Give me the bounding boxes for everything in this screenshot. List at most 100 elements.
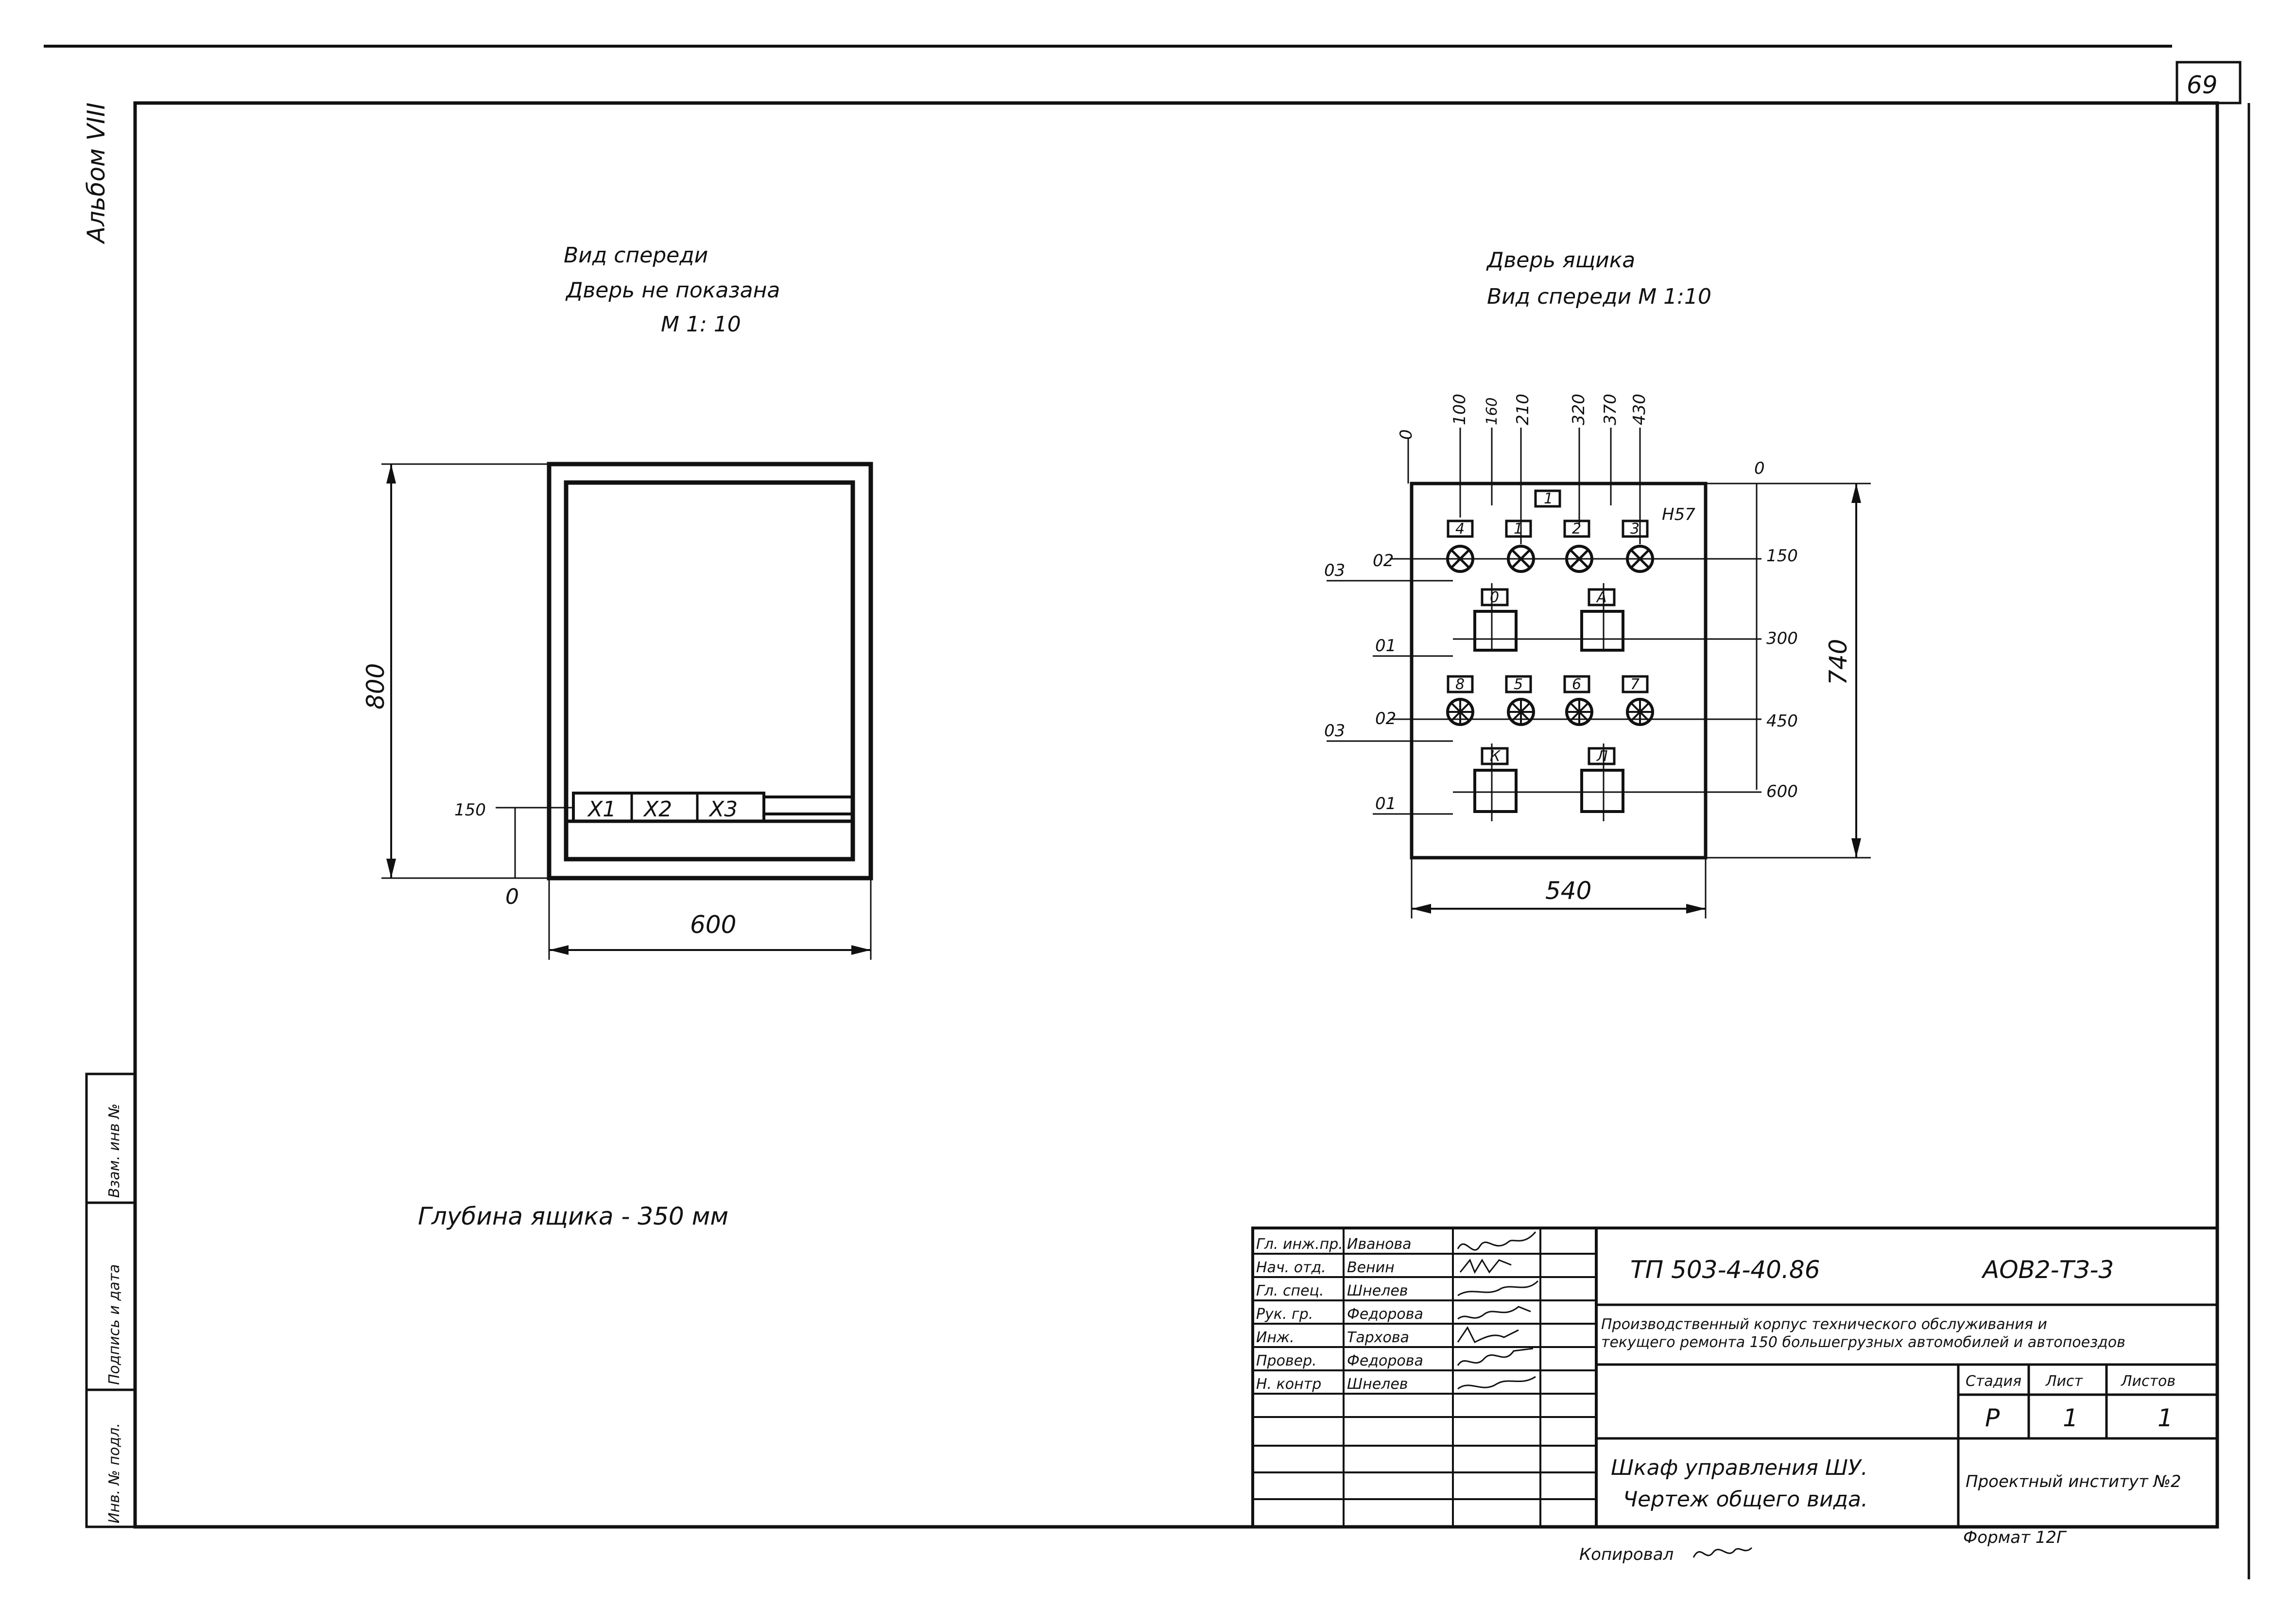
name-6: Шнелев — [1347, 1376, 1408, 1393]
sheet-number: 69 — [2187, 71, 2218, 99]
signature-table-lines — [1253, 1228, 1596, 1527]
switch-row-4: К Л — [1473, 743, 1624, 821]
sheet-code: АОВ2-ТЗ-3 — [1981, 1256, 2114, 1284]
top-dim-0: 0 — [1397, 429, 1416, 440]
project-line-2: текущего ремонта 150 большегрузных автом… — [1601, 1334, 2125, 1351]
row-label-03a: 03 — [1324, 561, 1345, 580]
tag-row1-3: 3 — [1630, 520, 1640, 537]
lamp-row-3: 8 5 6 7 — [1446, 675, 1654, 726]
terminal-x1: X1 — [587, 797, 616, 822]
role-6: Н. контр — [1256, 1376, 1321, 1393]
copier-signature — [1692, 1547, 1753, 1558]
row-label-02a: 02 — [1373, 551, 1394, 571]
stamp-signature-date: Подпись и дата — [106, 1264, 123, 1385]
left-scale: М 1: 10 — [661, 312, 741, 337]
right-view: Дверь ящика Вид спереди М 1:10 0 100 160… — [1324, 248, 1871, 918]
left-height-label: 800 — [362, 663, 390, 709]
name-3: Федорова — [1347, 1306, 1423, 1323]
stage-header: Стадия — [1966, 1373, 2021, 1390]
tag-row3-0: 8 — [1455, 676, 1465, 693]
tag-row4-1: Л — [1596, 748, 1608, 765]
tag-row3-3: 7 — [1630, 676, 1640, 693]
top-dim-320: 320 — [1569, 394, 1588, 425]
role-4: Инж. — [1256, 1329, 1295, 1346]
top-dim-100: 100 — [1450, 394, 1469, 425]
side-dim-150: 150 — [1766, 546, 1798, 566]
institute-name: Проектный институт №2 — [1966, 1472, 2181, 1491]
tag-row4-0: К — [1490, 748, 1501, 765]
right-height-label: 740 — [1824, 639, 1852, 685]
row-label-02b: 02 — [1375, 709, 1396, 728]
right-width-label: 540 — [1545, 877, 1591, 905]
row-label-01b: 01 — [1375, 794, 1396, 813]
tag-top — [1534, 489, 1561, 508]
right-title-line1: Дверь ящика — [1486, 248, 1635, 273]
sheets-value: 1 — [2158, 1404, 2173, 1432]
name-4: Тархова — [1347, 1329, 1409, 1346]
tag-row1-2: 2 — [1572, 520, 1581, 537]
name-2: Шнелев — [1347, 1282, 1408, 1299]
tag-row1-1: 1 — [1514, 520, 1523, 537]
stamp-inv-no: Инв. № подл. — [106, 1423, 123, 1523]
terminal-x3: X3 — [708, 797, 738, 822]
left-title-line1: Вид спереди — [564, 243, 708, 268]
cabinet-outer — [547, 462, 873, 881]
sheet-value: 1 — [2063, 1404, 2078, 1432]
sheets-header: Листов — [2121, 1373, 2175, 1390]
stamp-replaced-inv: Взам. инв № — [106, 1104, 123, 1198]
left-width-label: 600 — [690, 911, 736, 939]
sheet-number-box — [2175, 61, 2242, 104]
top-dim-430: 430 — [1630, 394, 1649, 425]
stage-value: Р — [1985, 1404, 2000, 1432]
format-label: Формат 12Г — [1963, 1528, 2067, 1547]
top-dim-160: 160 — [1484, 398, 1501, 425]
signatures — [1457, 1231, 1539, 1390]
name-1: Венин — [1347, 1259, 1395, 1276]
tag-row3-1: 5 — [1514, 676, 1523, 693]
name-5: Федорова — [1347, 1352, 1423, 1369]
role-2: Гл. спец. — [1256, 1282, 1324, 1299]
drawing-title-1: Шкаф управления ШУ. — [1611, 1455, 1868, 1480]
right-title-line2: Вид спереди М 1:10 — [1487, 284, 1711, 309]
role-1: Нач. отд. — [1256, 1259, 1326, 1276]
side-dim-450: 450 — [1766, 711, 1798, 731]
left-view: Вид спереди Дверь не показана М 1: 10 X1… — [362, 243, 873, 960]
role-3: Рук. гр. — [1256, 1306, 1313, 1323]
row-label-03b: 03 — [1324, 721, 1345, 741]
device-label-h57: Н57 — [1662, 505, 1695, 524]
top-dim-370: 370 — [1601, 394, 1620, 425]
cabinet-inner — [564, 480, 855, 862]
drawing-title-2: Чертеж общего вида. — [1623, 1487, 1868, 1512]
top-extension-lines — [1407, 428, 1641, 544]
tag-row1-0: 4 — [1455, 520, 1465, 537]
tag-row3-2: 6 — [1572, 676, 1581, 693]
left-zero-label: 0 — [505, 884, 519, 909]
side-dim-300: 300 — [1766, 629, 1798, 648]
title-block: Гл. инж.пр. Нач. отд. Гл. спец. Рук. гр.… — [1251, 1227, 2219, 1528]
left-title-line2: Дверь не показана — [565, 278, 780, 303]
depth-note: Глубина ящика - 350 мм — [418, 1202, 728, 1230]
left-level-label: 150 — [454, 800, 486, 820]
sheet-header: Лист — [2045, 1373, 2084, 1390]
drawing-frame — [133, 101, 2219, 1529]
copied-label: Копировал — [1579, 1545, 1674, 1564]
side-dim-0: 0 — [1754, 459, 1765, 478]
switch-row-2: 0 А — [1473, 583, 1624, 652]
side-stamp: Инв. № подл. Подпись и дата Взам. инв № — [85, 1072, 137, 1528]
title-right-lines — [1596, 1303, 2217, 1527]
name-0: Иванова — [1347, 1236, 1412, 1253]
tag-row2-1: А — [1596, 589, 1607, 606]
top-dim-210: 210 — [1513, 394, 1533, 425]
album-label: Альбом VIII — [82, 103, 110, 244]
terminal-x2: X2 — [643, 797, 672, 822]
doc-code: ТП 503-4-40.86 — [1630, 1256, 1820, 1284]
door-outline — [1410, 482, 1708, 860]
side-dim-600: 600 — [1766, 782, 1798, 801]
lamp-row-1: 4 1 2 3 — [1446, 519, 1654, 573]
role-0: Гл. инж.пр. — [1256, 1236, 1343, 1253]
role-5: Провер. — [1256, 1352, 1317, 1369]
tag-top-label: 1 — [1544, 490, 1553, 507]
project-line-1: Производственный корпус технического обс… — [1601, 1316, 2047, 1333]
row-label-01a: 01 — [1375, 636, 1396, 656]
